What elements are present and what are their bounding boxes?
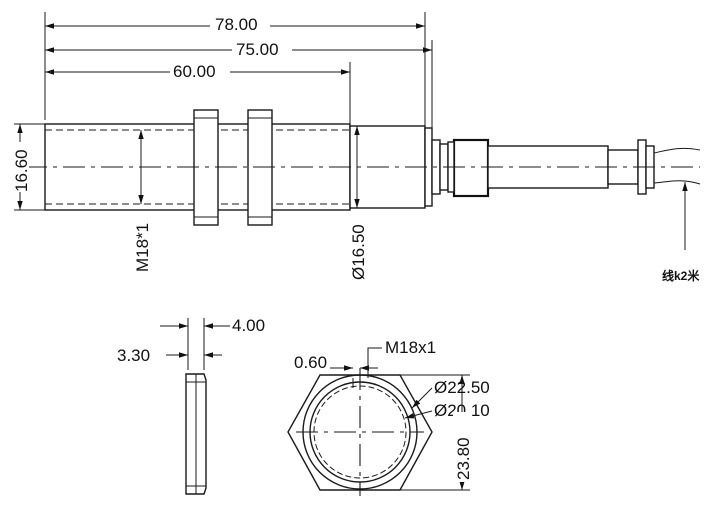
nut-front-view — [287, 347, 470, 496]
label-4-00: 4.00 — [232, 316, 265, 335]
dim-body-height: 16.60 — [12, 124, 31, 210]
label-3-30: 3.30 — [117, 346, 150, 365]
dim-body-length: 75.00 — [45, 38, 432, 59]
label-75: 75.00 — [236, 40, 279, 59]
label-inner-diameter: Ø20.10 — [434, 401, 490, 420]
label-60: 60.00 — [173, 62, 216, 81]
nut-side-view — [160, 318, 230, 495]
dim-thread-length: 60.00 — [45, 60, 350, 81]
label-16-60: 16.60 — [12, 149, 31, 192]
label-nut-thread: M18x1 — [385, 338, 436, 357]
dim-overall-length: 78.00 — [45, 14, 425, 34]
label-tail-diameter: Ø16.50 — [349, 224, 368, 280]
knurled-nut — [452, 138, 490, 198]
label-thread-spec: M18*1 — [133, 223, 152, 272]
label-cable-note: 线k2米 — [662, 268, 700, 283]
sensor-side-view — [14, 12, 701, 250]
label-outer-diameter: Ø22.50 — [434, 378, 490, 397]
label-0-60: 0.60 — [294, 353, 327, 372]
label-23-80: 23.80 — [454, 437, 473, 480]
label-78: 78.00 — [215, 15, 258, 34]
